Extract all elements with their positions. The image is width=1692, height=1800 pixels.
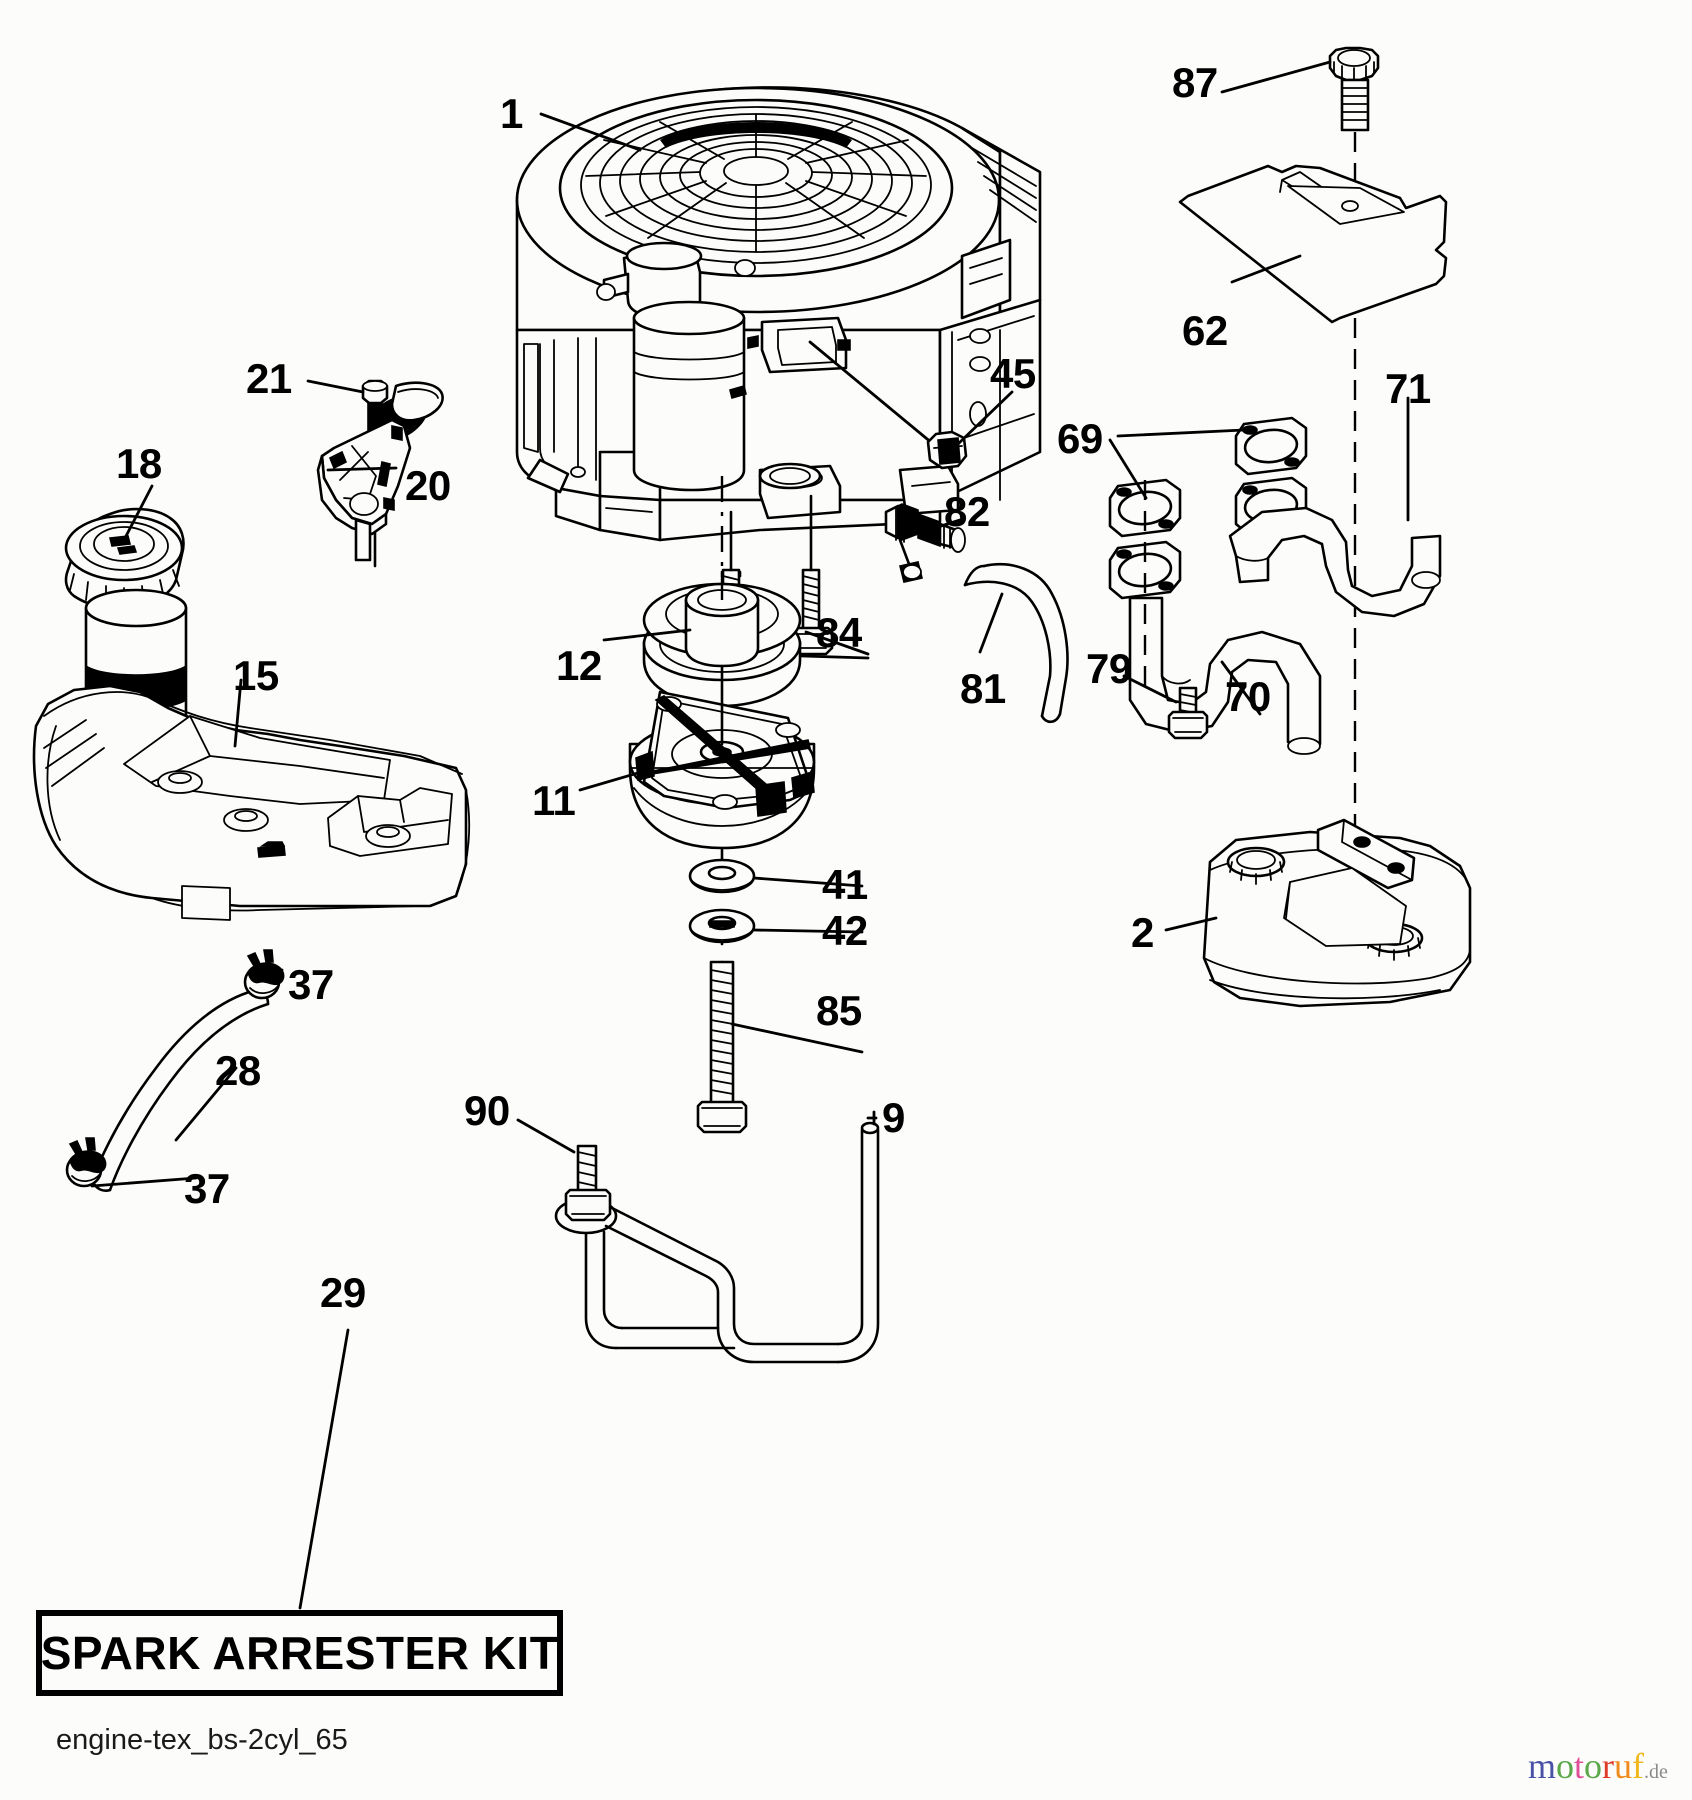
screw-87 xyxy=(1328,46,1380,132)
bolt-85 xyxy=(696,960,748,1134)
callout-12: 12 xyxy=(556,642,602,689)
watermark-letter: o xyxy=(1556,1746,1575,1786)
callout-1: 1 xyxy=(500,90,523,137)
watermark-letter: t xyxy=(1574,1746,1585,1786)
leader-2 xyxy=(1164,916,1218,932)
callout-71: 71 xyxy=(1385,365,1431,412)
leader-37-b xyxy=(90,1176,198,1188)
watermark-letter: o xyxy=(1584,1746,1603,1786)
callout-2: 2 xyxy=(1131,909,1154,956)
hose-clamp-37-a xyxy=(243,949,285,1000)
leader-41 xyxy=(752,876,864,888)
gasket-69-d xyxy=(1108,540,1182,600)
leader-90 xyxy=(516,1118,576,1154)
rod-9 xyxy=(554,1121,880,1364)
leader-81 xyxy=(978,592,1004,654)
watermark-letter: f xyxy=(1632,1746,1645,1786)
lock-washer-42 xyxy=(688,908,756,944)
spark-arrester-kit-box: SPARK ARRESTER KIT xyxy=(36,1610,563,1696)
leader-1 xyxy=(539,112,642,152)
leader-42 xyxy=(752,928,864,934)
leader-29 xyxy=(298,1328,350,1610)
callout-28: 28 xyxy=(215,1047,261,1094)
leader-20 xyxy=(326,466,398,472)
gasket-69-c xyxy=(1108,478,1182,538)
callout-18: 18 xyxy=(116,440,162,487)
clutch-brake-11 xyxy=(628,690,816,850)
callout-9: 9 xyxy=(882,1094,905,1141)
callout-90: 90 xyxy=(464,1087,510,1134)
fuel-valve-82 xyxy=(884,503,966,583)
callout-87: 87 xyxy=(1172,59,1218,106)
leader-11 xyxy=(578,768,650,792)
heat-shield-62 xyxy=(1178,164,1448,324)
watermark-letter: u xyxy=(1614,1746,1633,1786)
muffler-2 xyxy=(1202,818,1472,1008)
fuel-tank-15 xyxy=(32,588,471,921)
leader-70 xyxy=(1220,660,1262,716)
watermark-suffix: .de xyxy=(1644,1761,1668,1783)
callout-11: 11 xyxy=(532,777,576,824)
leader-18 xyxy=(122,484,154,542)
leader-21 xyxy=(306,379,365,394)
watermark-letter: r xyxy=(1602,1746,1615,1786)
leader-87 xyxy=(1220,60,1332,94)
leader-85 xyxy=(730,1022,864,1054)
leader-28 xyxy=(174,1066,238,1142)
exhaust-pipe-71 xyxy=(1228,506,1442,618)
diagram-code-label: engine-tex_bs-2cyl_65 xyxy=(56,1724,348,1756)
callout-81: 81 xyxy=(960,665,1006,712)
callout-45: 45 xyxy=(990,350,1036,397)
callout-42: 42 xyxy=(822,907,868,954)
callout-15: 15 xyxy=(233,652,279,699)
callout-70: 70 xyxy=(1225,673,1271,720)
leader-82 xyxy=(914,518,962,536)
callout-41: 41 xyxy=(822,861,868,908)
callout-29: 29 xyxy=(320,1269,366,1316)
washer-41 xyxy=(688,858,756,894)
callout-84: 84 xyxy=(816,609,862,656)
leader-69-b xyxy=(1108,438,1148,500)
spark-arrester-kit-label: SPARK ARRESTER KIT xyxy=(40,1627,559,1679)
bolt-84-b xyxy=(790,494,834,656)
leader-45 xyxy=(956,390,1014,446)
gasket-69-a xyxy=(1234,416,1308,476)
engine-assembly xyxy=(515,86,1042,542)
fuel-line-81 xyxy=(963,563,1069,724)
callout-37-a: 37 xyxy=(288,961,334,1008)
nut-45 xyxy=(926,430,968,470)
callout-37-b: 37 xyxy=(184,1165,230,1212)
callout-79: 79 xyxy=(1086,645,1132,692)
callout-85: 85 xyxy=(816,987,862,1034)
callout-82: 82 xyxy=(944,488,990,535)
fuel-cap-18 xyxy=(64,507,185,611)
leader-62 xyxy=(1230,254,1302,284)
callout-20: 20 xyxy=(405,462,451,509)
leader-12 xyxy=(602,628,692,642)
motoruf-watermark: motoruf.de xyxy=(1528,1748,1668,1784)
bolt-90 xyxy=(564,1144,612,1222)
bolt-79 xyxy=(1167,686,1209,740)
throttle-control-20 xyxy=(316,381,444,562)
callout-62: 62 xyxy=(1182,307,1228,354)
leader-79 xyxy=(1122,674,1178,704)
leader-15 xyxy=(233,678,243,748)
callout-21: 21 xyxy=(246,355,292,402)
leader-84-a xyxy=(804,630,870,656)
leader-37-a xyxy=(276,968,284,978)
callout-69: 69 xyxy=(1057,415,1103,462)
watermark-letter: m xyxy=(1528,1746,1557,1786)
hose-clamp-37-b xyxy=(65,1137,107,1188)
leader-69-a xyxy=(1116,428,1246,438)
